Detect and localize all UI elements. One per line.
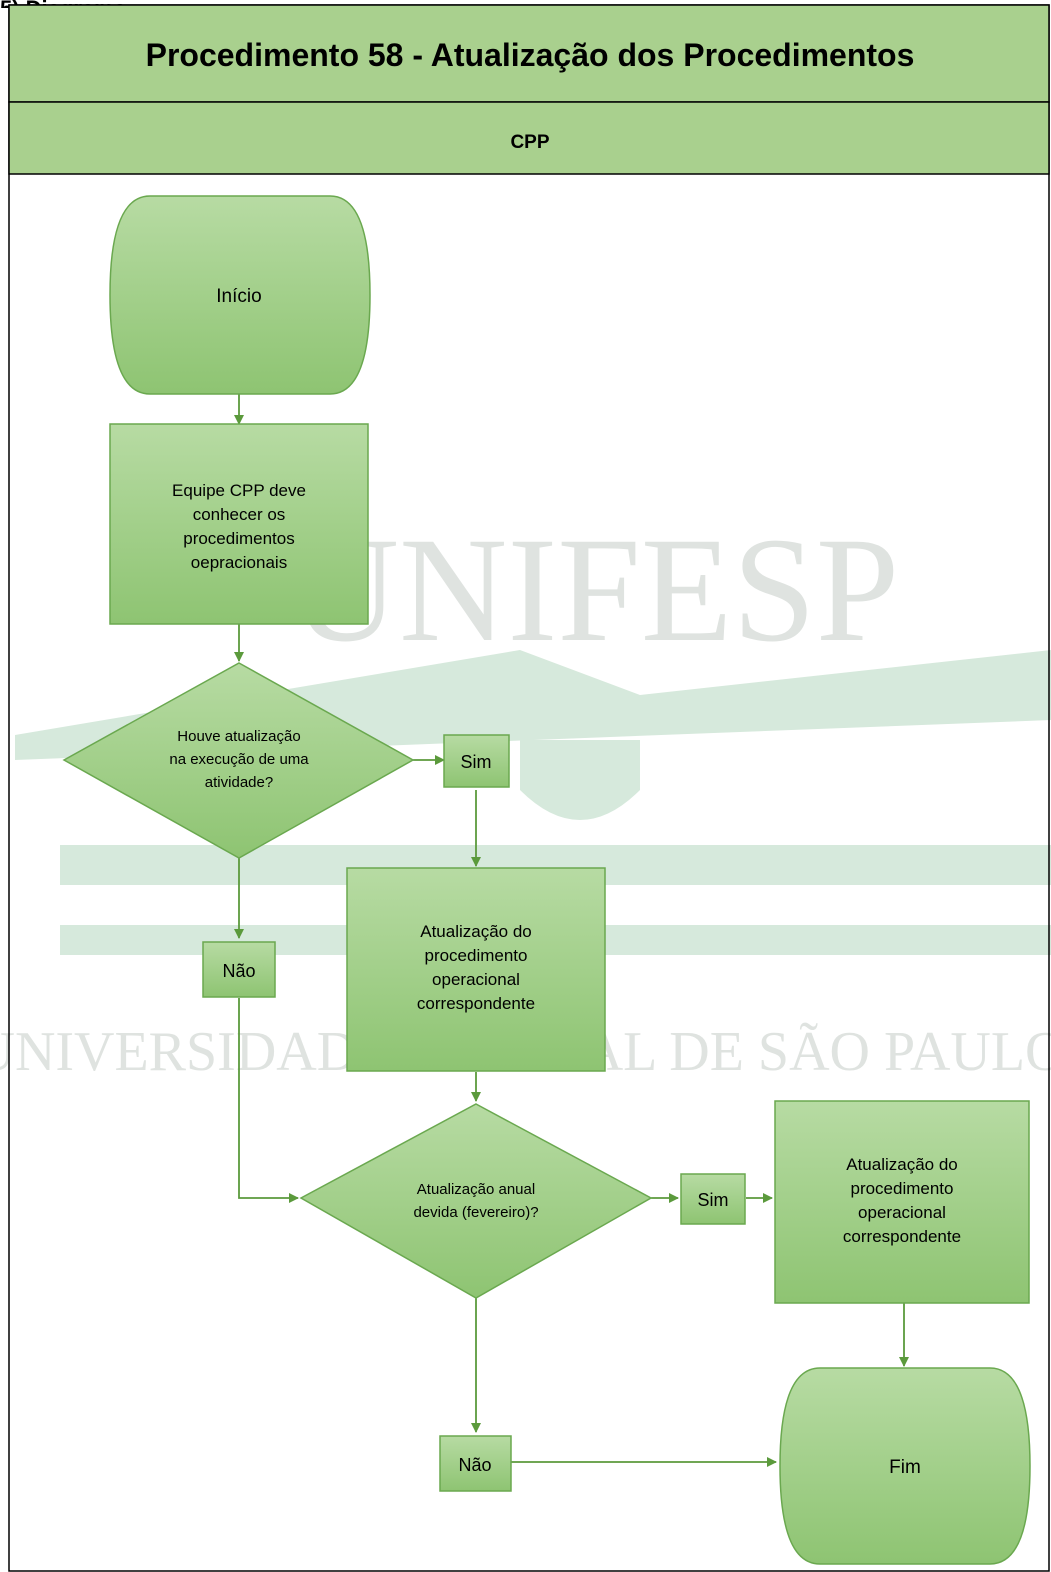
step3-line-2: procedimento bbox=[850, 1179, 953, 1198]
step2-line-2: procedimento bbox=[424, 946, 527, 965]
step1-line-3: procedimentos bbox=[183, 529, 295, 548]
section-heading: 5) Diagrama bbox=[0, 0, 126, 8]
end-label: Fim bbox=[889, 1457, 921, 1478]
decision1-line-2: na execução de uma bbox=[169, 751, 309, 768]
step3-line-3: operacional bbox=[858, 1203, 946, 1222]
node-step1: Equipe CPP deve conhecer os procedimento… bbox=[109, 423, 369, 625]
start-label: Início bbox=[216, 286, 261, 307]
node-yes2: Sim bbox=[680, 1173, 746, 1225]
step3-line-4: correspondente bbox=[843, 1227, 961, 1246]
step3-line-1: Atualização do bbox=[846, 1155, 958, 1174]
decision2-line-2: devida (fevereiro)? bbox=[413, 1204, 538, 1221]
node-start: Início bbox=[109, 195, 371, 395]
yes1-label: Sim bbox=[461, 752, 492, 772]
step1-line-4: oepracionais bbox=[191, 553, 287, 572]
step2-line-3: operacional bbox=[432, 970, 520, 989]
no1-label: Não bbox=[222, 961, 255, 981]
node-no1: Não bbox=[202, 941, 276, 998]
node-decision2: Atualização anual devida (fevereiro)? bbox=[299, 1103, 653, 1299]
connectors bbox=[234, 394, 909, 1467]
decision1-line-3: atividade? bbox=[205, 774, 273, 791]
node-decision1: Houve atualização na execução de uma ati… bbox=[62, 662, 415, 859]
node-step2: Atualização do procedimento operacional … bbox=[346, 867, 606, 1072]
diagram-title: Procedimento 58 - Atualização dos Proced… bbox=[146, 37, 915, 73]
step2-line-1: Atualização do bbox=[420, 922, 532, 941]
watermark-name: UNIFESP bbox=[291, 507, 900, 673]
step1-line-2: conhecer os bbox=[193, 505, 286, 524]
yes2-label: Sim bbox=[698, 1190, 729, 1210]
lane-label: CPP bbox=[510, 132, 549, 153]
lane-header bbox=[8, 101, 1050, 175]
node-end: Fim bbox=[779, 1367, 1031, 1565]
node-step3: Atualização do procedimento operacional … bbox=[774, 1100, 1030, 1304]
step2-line-4: correspondente bbox=[417, 994, 535, 1013]
title-bar bbox=[8, 4, 1050, 103]
edge-no1-decision2 bbox=[238, 998, 299, 1203]
node-no2: Não bbox=[439, 1435, 512, 1492]
step1-line-1: Equipe CPP deve bbox=[172, 481, 306, 500]
no2-label: Não bbox=[458, 1455, 491, 1475]
node-yes1: Sim bbox=[443, 734, 510, 788]
decision2-line-1: Atualização anual bbox=[417, 1181, 535, 1198]
decision1-line-1: Houve atualização bbox=[177, 728, 300, 745]
